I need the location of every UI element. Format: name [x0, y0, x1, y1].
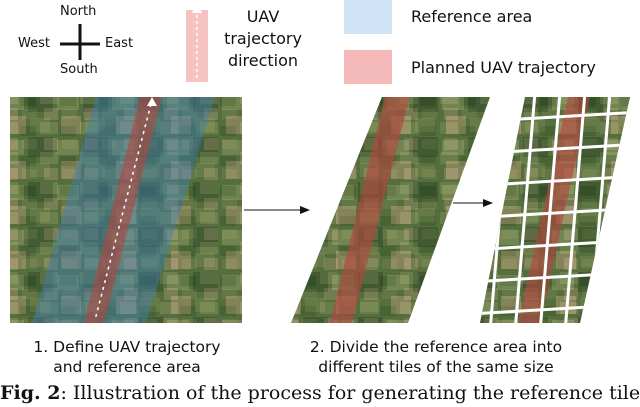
step2-label: 2. Divide the reference area into differ…	[286, 337, 586, 377]
step2-label-line1: 2. Divide the reference area into	[286, 337, 586, 357]
direction-label-line3: direction	[218, 50, 308, 72]
trajectory-direction-label: UAV trajectory direction	[218, 6, 308, 72]
process-figure	[0, 92, 640, 332]
planned-trajectory-swatch	[344, 50, 392, 84]
figure-caption: Fig. 2: Illustration of the process for …	[0, 382, 640, 404]
direction-label-line2: trajectory	[218, 28, 308, 50]
reference-area-label: Reference area	[411, 6, 532, 28]
compass-south-label: South	[60, 62, 98, 77]
step1-label: 1. Define UAV trajectory and reference a…	[12, 337, 242, 377]
compass-cross-icon	[55, 22, 105, 62]
trajectory-direction-arrow-icon	[183, 0, 213, 82]
compass-east-label: East	[105, 36, 133, 51]
caption-label: Fig. 2	[0, 382, 60, 404]
direction-label-line1: UAV	[218, 6, 308, 28]
step1-label-line2: and reference area	[12, 357, 242, 377]
step2-label-line2: different tiles of the same size	[286, 357, 586, 377]
compass-legend: North South West East	[15, 4, 140, 82]
step1-label-line1: 1. Define UAV trajectory	[12, 337, 242, 357]
planned-trajectory-label: Planned UAV trajectory	[411, 57, 596, 79]
panel2-map	[280, 92, 500, 332]
caption-text: : Illustration of the process for genera…	[60, 382, 640, 404]
compass-west-label: West	[18, 36, 50, 51]
reference-area-swatch	[344, 0, 392, 34]
panel3-tiled-map	[470, 92, 640, 332]
compass-north-label: North	[60, 4, 96, 19]
panel1-map	[10, 97, 242, 323]
